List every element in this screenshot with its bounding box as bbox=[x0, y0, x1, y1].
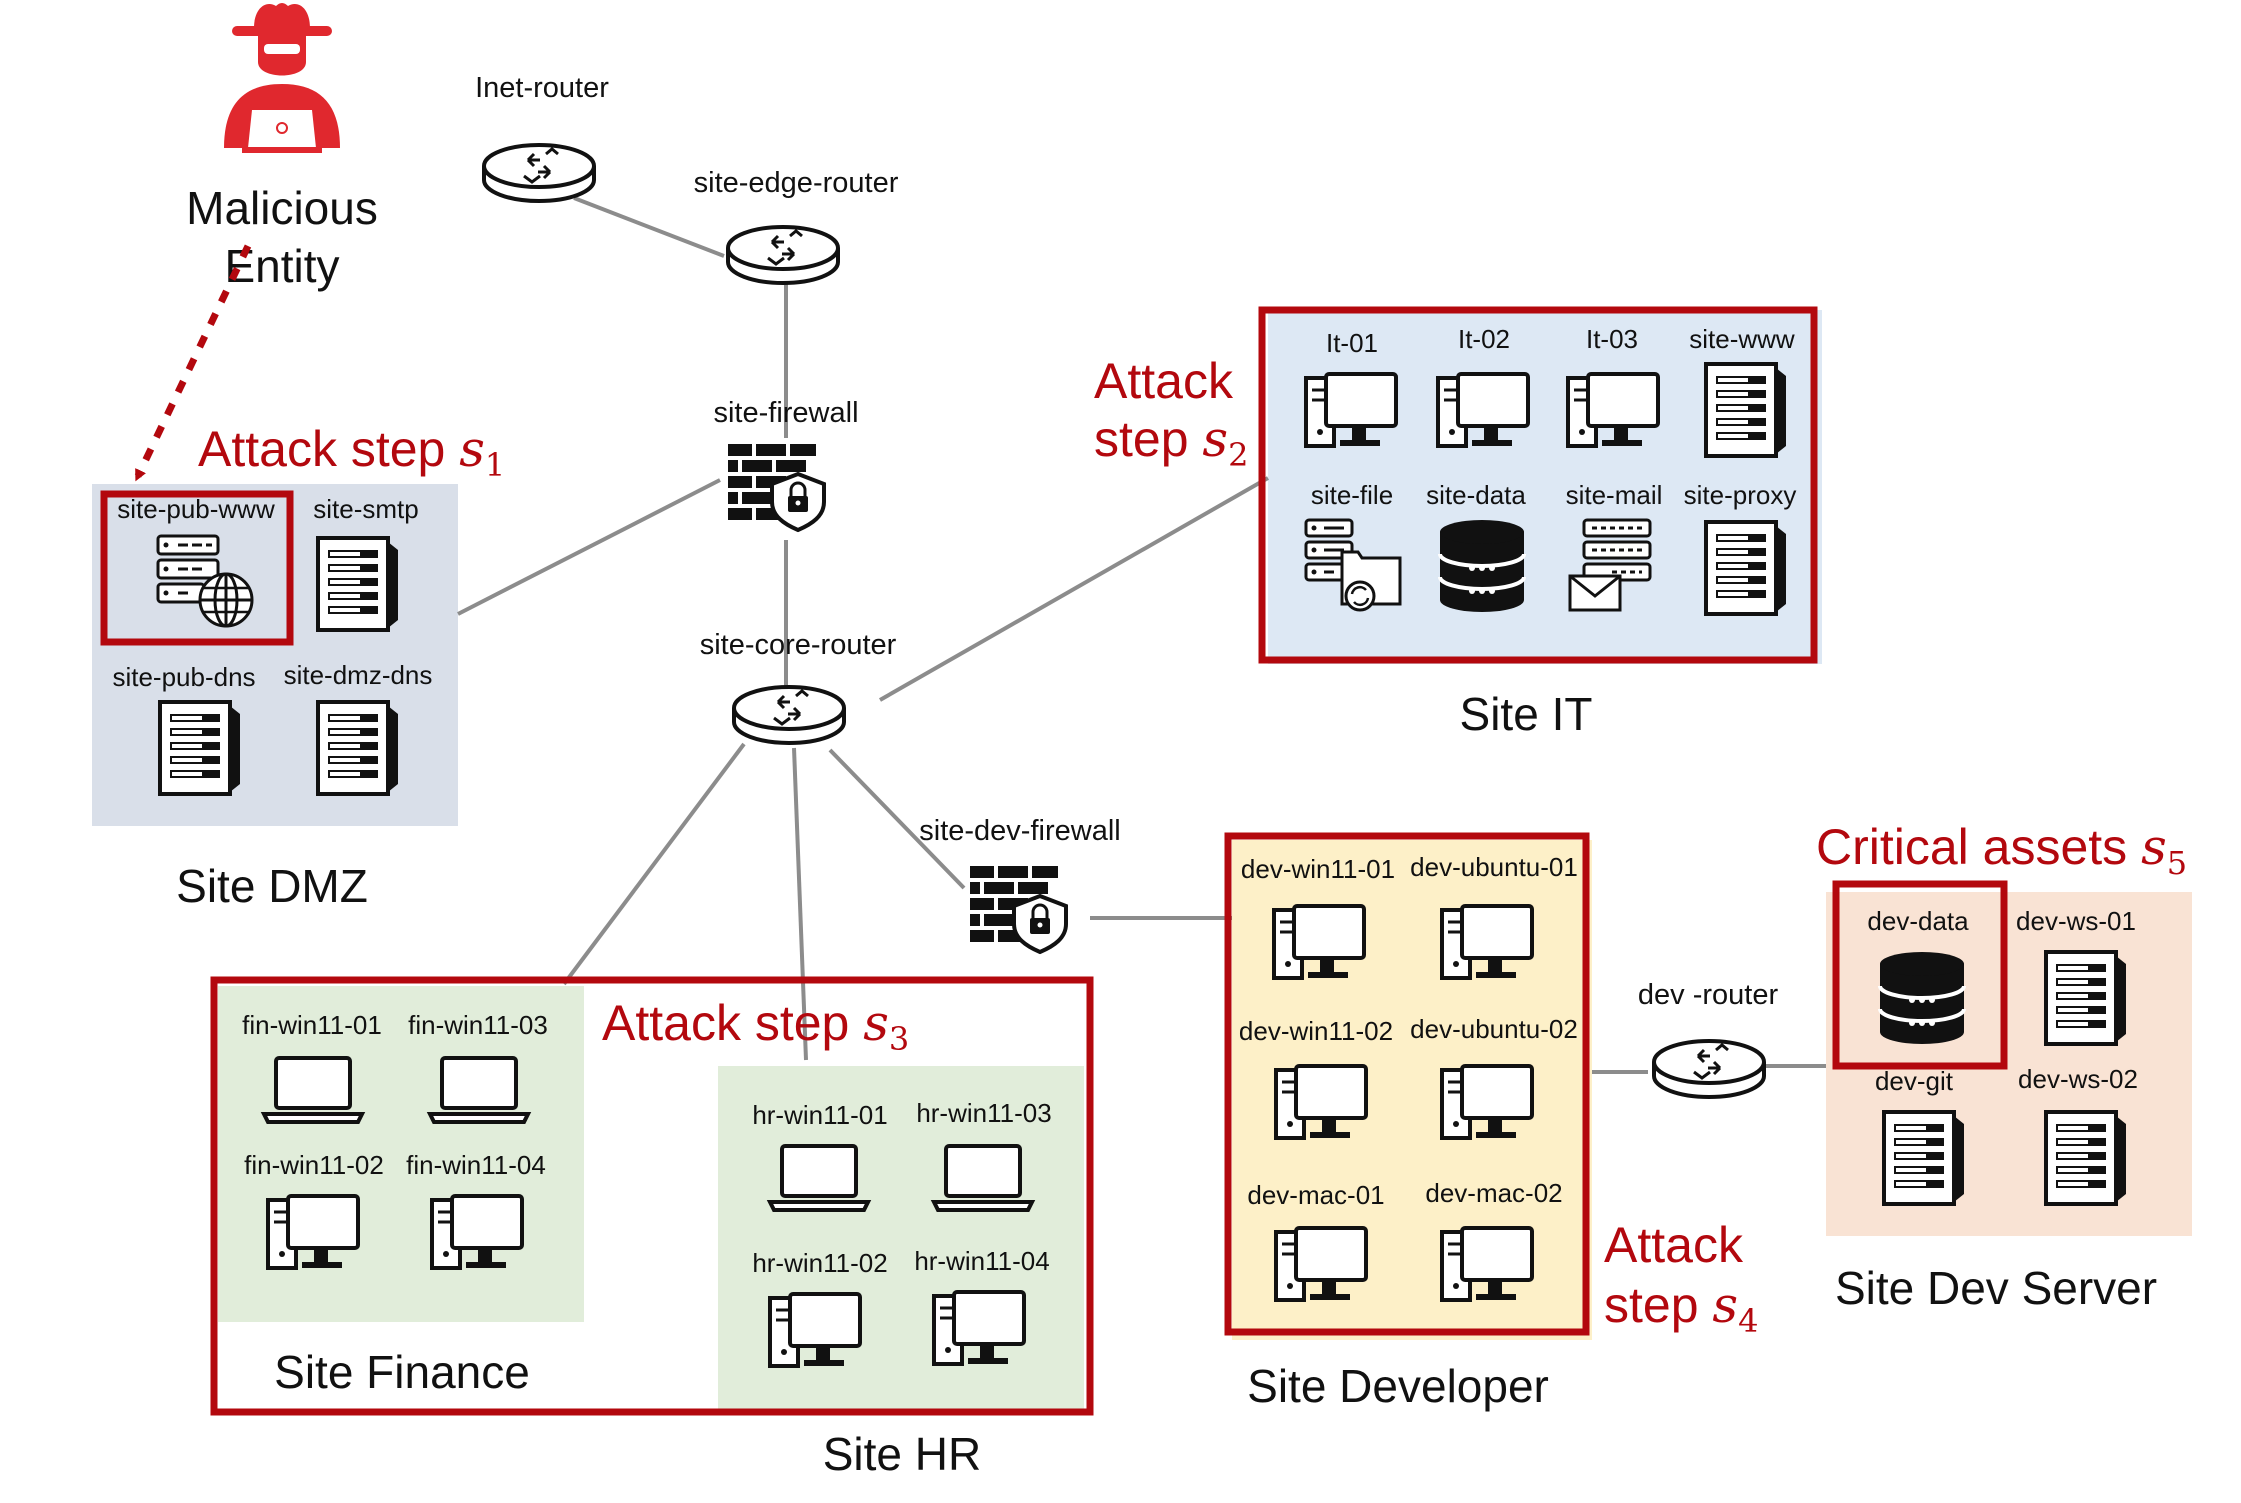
firewall-lock-icon bbox=[726, 442, 826, 532]
server-rack-icon bbox=[1704, 520, 1788, 616]
node-label: fin-win11-04 bbox=[406, 1150, 546, 1180]
router-icon bbox=[726, 225, 840, 285]
node-label: dev-ubuntu-01 bbox=[1410, 852, 1578, 882]
node-label: hr-win11-02 bbox=[752, 1248, 887, 1278]
attack-highlight-boxes bbox=[100, 306, 2008, 1416]
node-label: It-01 bbox=[1326, 328, 1378, 358]
attack-step-s2-line2: step s2 bbox=[1094, 410, 1248, 474]
laptop-icon bbox=[262, 1056, 364, 1124]
network-links bbox=[457, 196, 1826, 1074]
server-rack-icon bbox=[1882, 1110, 1966, 1206]
site-name-devserver: Site Dev Server bbox=[1835, 1262, 2157, 1314]
node-label: dev-git bbox=[1875, 1066, 1954, 1096]
node-label: It-02 bbox=[1458, 324, 1510, 354]
critical-assets-s5: Critical assets s5 bbox=[1816, 818, 2187, 882]
laptop-icon bbox=[428, 1056, 530, 1124]
node-label: dev-ubuntu-02 bbox=[1410, 1014, 1578, 1044]
node-label: site-mail bbox=[1566, 480, 1663, 510]
server-rack-icon bbox=[2044, 1110, 2128, 1206]
node-label: fin-win11-01 bbox=[242, 1010, 382, 1040]
site-hr: hr-win11-01 hr-win11-03 hr-win11-02 hr-w… bbox=[752, 1098, 1052, 1368]
link-inet-edge bbox=[573, 196, 725, 258]
server-rack-icon bbox=[316, 700, 400, 796]
node-label: fin-win11-03 bbox=[408, 1010, 548, 1040]
node-label: site-file bbox=[1311, 480, 1393, 510]
laptop-icon bbox=[768, 1144, 870, 1212]
node-label: dev-data bbox=[1867, 906, 1969, 936]
site-name-hr: Site HR bbox=[823, 1428, 981, 1480]
firewall-lock-icon bbox=[968, 864, 1068, 954]
node-label: site-pub-www bbox=[117, 494, 275, 524]
router-label-core: site-core-router bbox=[700, 629, 897, 661]
laptop-icon bbox=[932, 1144, 1034, 1212]
node-label: dev-mac-02 bbox=[1425, 1178, 1562, 1208]
server-rack-icon bbox=[2044, 950, 2128, 1046]
node-label: site-proxy bbox=[1684, 480, 1797, 510]
node-label: fin-win11-02 bbox=[244, 1150, 384, 1180]
node-label: It-03 bbox=[1586, 324, 1638, 354]
actor-name-line2: Entity bbox=[224, 240, 339, 292]
node-label: site-dmz-dns bbox=[284, 660, 433, 690]
site-name-finance: Site Finance bbox=[274, 1346, 530, 1398]
server-rack-icon bbox=[1704, 362, 1788, 458]
link-core-devfirewall bbox=[828, 748, 966, 890]
actor-name-line1: Malicious bbox=[186, 182, 378, 234]
attack-step-s1: Attack step s1 bbox=[198, 420, 505, 484]
site-name-dmz: Site DMZ bbox=[176, 860, 368, 912]
node-label: dev-ws-02 bbox=[2018, 1064, 2138, 1094]
node-label: dev-win11-01 bbox=[1241, 854, 1395, 884]
link-core-finance bbox=[562, 742, 746, 986]
attack-step-s2-line1: Attack bbox=[1094, 353, 1234, 409]
router-icon bbox=[1652, 1039, 1766, 1099]
node-label: hr-win11-01 bbox=[752, 1100, 887, 1130]
attack-step-s4-line1: Attack bbox=[1604, 1217, 1744, 1273]
router-label-edge: site-edge-router bbox=[694, 167, 899, 199]
server-rack-icon bbox=[316, 536, 400, 632]
router-icon bbox=[482, 143, 596, 203]
database-icon bbox=[1878, 950, 1966, 1046]
node-label: site-data bbox=[1426, 480, 1526, 510]
server-rack-icon bbox=[158, 700, 242, 796]
hacker-icon bbox=[224, 3, 340, 150]
site-name-it: Site IT bbox=[1460, 688, 1593, 740]
router-label-dev: dev -router bbox=[1638, 979, 1779, 1011]
router-icon bbox=[732, 685, 846, 745]
node-label: site-pub-dns bbox=[112, 662, 255, 692]
attack-step-s3: Attack step s3 bbox=[602, 994, 909, 1058]
attack-step-s4-line2: step s4 bbox=[1604, 1276, 1758, 1340]
link-core-hr bbox=[792, 747, 808, 1061]
site-dmz-panel bbox=[92, 484, 458, 826]
link-firewall-dmz bbox=[457, 478, 721, 616]
site-developer: dev-win11-01 dev-ubuntu-01 dev-win11-02 … bbox=[1239, 852, 1578, 1302]
site-finance: fin-win11-01 fin-win11-03 fin-win11-02 f… bbox=[242, 1010, 548, 1270]
node-label: hr-win11-04 bbox=[914, 1246, 1049, 1276]
highlight-site-developer bbox=[1224, 832, 1590, 1336]
site-it: It-01 It-02 It-03 site-www site-file sit… bbox=[1304, 324, 1797, 616]
site-devserver: dev-data dev-ws-01 dev-git dev-ws-02 bbox=[1867, 906, 2138, 1206]
highlight-finance-hr bbox=[210, 976, 1094, 1416]
database-icon bbox=[1438, 518, 1526, 614]
node-label: hr-win11-03 bbox=[916, 1098, 1051, 1128]
attack-path-arrow bbox=[134, 244, 252, 482]
node-label: site-smtp bbox=[313, 494, 418, 524]
node-label: site-www bbox=[1689, 324, 1795, 354]
highlight-site-it bbox=[1258, 306, 1818, 664]
highlight-site-pub-www bbox=[100, 490, 294, 646]
node-label: dev-ws-01 bbox=[2016, 906, 2136, 936]
firewall-label-dev: site-dev-firewall bbox=[919, 815, 1120, 847]
site-name-developer: Site Developer bbox=[1247, 1360, 1549, 1412]
node-label: dev-mac-01 bbox=[1247, 1180, 1384, 1210]
highlight-dev-data bbox=[1832, 880, 2008, 1070]
node-label: dev-win11-02 bbox=[1239, 1016, 1393, 1046]
firewall-label-site: site-firewall bbox=[713, 397, 858, 429]
site-dmz: site-pub-www site-smtp site-pub-dns site… bbox=[112, 494, 433, 796]
link-core-it bbox=[879, 476, 1269, 702]
router-label-inet: Inet-router bbox=[475, 72, 609, 104]
